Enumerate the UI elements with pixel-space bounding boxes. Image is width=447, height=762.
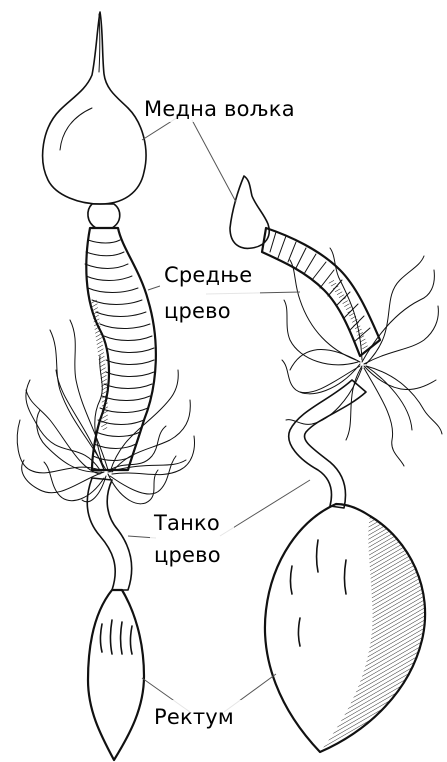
label-honey-stomach: Медна вољка — [144, 97, 295, 121]
left-honey-stomach — [43, 12, 146, 204]
label-small-intestine-line2: црево — [154, 543, 221, 567]
leader-lines — [128, 112, 310, 712]
label-rectum: Ректум — [154, 705, 234, 729]
left-rectum — [88, 590, 144, 760]
right-specimen — [230, 176, 442, 752]
right-rectum — [265, 504, 425, 752]
left-small-intestine — [87, 478, 131, 590]
left-proventriculus — [88, 204, 120, 228]
label-midgut-line1: Средње — [164, 263, 252, 287]
right-small-intestine — [289, 380, 366, 508]
left-specimen — [17, 12, 194, 760]
labels: Медна вољка Средње црево Танко црево Рек… — [140, 94, 308, 730]
label-small-intestine-line1: Танко — [153, 511, 220, 535]
label-midgut-line2: црево — [164, 299, 231, 323]
leader-honey-stomach-right — [192, 120, 236, 202]
leader-midgut-left — [148, 286, 160, 290]
